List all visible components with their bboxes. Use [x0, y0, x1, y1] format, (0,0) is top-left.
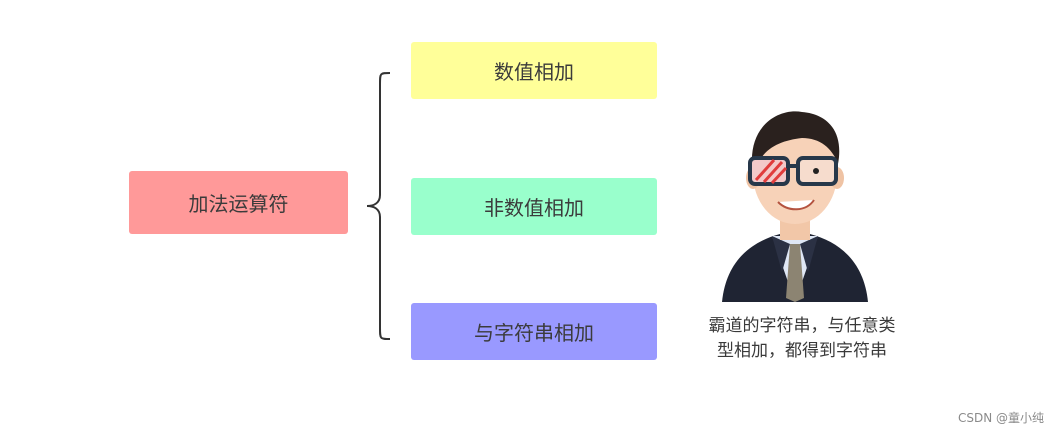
- child-node-label: 数值相加: [494, 56, 574, 85]
- watermark: CSDN @童小纯: [958, 409, 1044, 426]
- cartoon-man-icon: [710, 102, 880, 302]
- child-node-string-add: 与字符串相加: [411, 303, 657, 360]
- child-node-label: 非数值相加: [484, 192, 584, 221]
- caption-line-2: 型相加，都得到字符串: [672, 339, 932, 364]
- caption-line-1: 霸道的字符串，与任意类: [672, 314, 932, 339]
- child-node-label: 与字符串相加: [474, 317, 594, 346]
- curly-brace-connector: [360, 70, 400, 342]
- child-node-numeric-add: 数值相加: [411, 42, 657, 99]
- child-node-non-numeric-add: 非数值相加: [411, 178, 657, 235]
- root-node-addition-operator: 加法运算符: [129, 171, 348, 234]
- root-node-label: 加法运算符: [189, 188, 289, 217]
- character-caption: 霸道的字符串，与任意类 型相加，都得到字符串: [672, 314, 932, 364]
